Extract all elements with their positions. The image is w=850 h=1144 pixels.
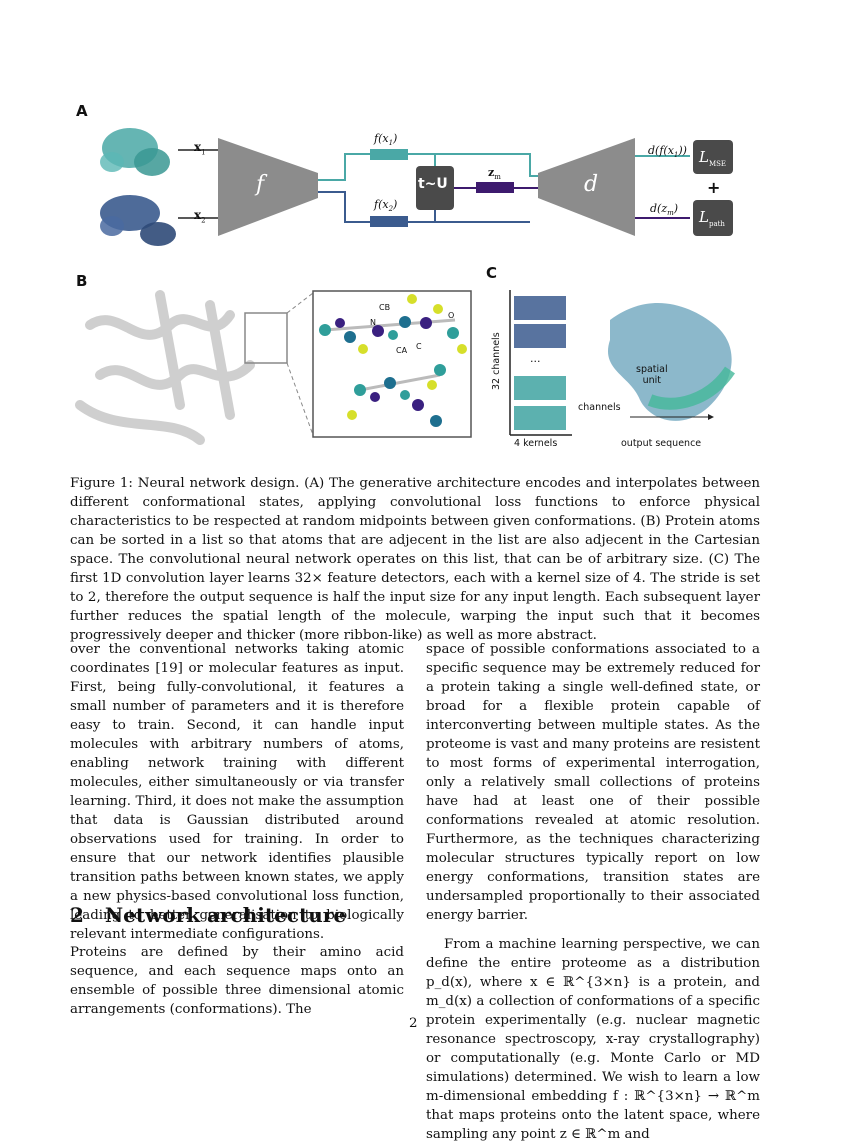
- dfx1-label: d(f(x1)): [648, 144, 687, 160]
- c-ellipsis: ...: [530, 352, 541, 365]
- section-heading: 2 Network architecture: [70, 903, 346, 927]
- atom-label-cb: CB: [379, 303, 391, 312]
- protein-x2-image: [100, 195, 176, 246]
- atom-chain: [319, 294, 467, 427]
- left-column-bottom: Proteins are defined by their amino acid…: [70, 943, 404, 1019]
- dzm-label: d(zm): [650, 202, 679, 218]
- encoder-label: f: [256, 172, 265, 197]
- section-title: Network architecture: [104, 903, 347, 927]
- tu-label: t~U: [418, 176, 448, 192]
- loss-mse-box: [693, 140, 733, 174]
- right-column: space of possible conformations associat…: [426, 640, 760, 1144]
- atom-label-c: C: [416, 342, 422, 351]
- atom-label-o: O: [448, 311, 455, 320]
- loss-path-box: [693, 200, 733, 236]
- panel-b-label: B: [76, 272, 88, 290]
- panel-b-diagram: [75, 290, 472, 445]
- kernel-blocks: [514, 296, 566, 430]
- output-sequence-label: output sequence: [621, 438, 702, 449]
- protein-ribbon-image: [75, 290, 255, 445]
- zm-bar: [476, 182, 514, 193]
- fx2-label: f(x2): [374, 198, 398, 214]
- x1-label: x1: [194, 140, 206, 157]
- page-number: 2: [409, 1016, 418, 1031]
- fx1-label: f(x1): [374, 132, 398, 148]
- channels-label: channels: [578, 402, 621, 413]
- left-column: over the conventional networks taking at…: [70, 640, 404, 944]
- panel-c-diagram: [509, 290, 735, 436]
- right-paragraph-2: From a machine learning perspective, we …: [426, 937, 760, 1142]
- loss-mse-label: LMSE: [699, 148, 727, 168]
- c-y-axis-label: 32 channels: [491, 332, 502, 390]
- atom-label-ca: CA: [396, 346, 408, 355]
- fx2-bar: [370, 216, 408, 227]
- tu-box: [416, 166, 454, 210]
- decoder-trapezoid: [538, 138, 635, 236]
- x2-label: x2: [194, 208, 206, 225]
- protein-x1-image: [100, 128, 170, 176]
- panel-a-diagram: [100, 128, 733, 246]
- plus-sign: +: [707, 178, 721, 197]
- atom-label-n: N: [370, 318, 376, 327]
- panel-a-label: A: [76, 102, 88, 120]
- decoder-label: d: [584, 172, 599, 197]
- left-paragraph-1: over the conventional networks taking at…: [70, 642, 404, 942]
- section-number: 2: [70, 903, 84, 927]
- panel-c-label: C: [486, 264, 498, 282]
- figure-caption: Figure 1: Neural network design. (A) The…: [70, 476, 760, 643]
- right-paragraph-1: space of possible conformations associat…: [426, 642, 760, 923]
- c-x-axis-label: 4 kernels: [514, 438, 558, 449]
- spatial-unit-label: spatial unit: [636, 364, 668, 386]
- left-paragraph-2: Proteins are defined by their amino acid…: [70, 945, 404, 1017]
- encoder-trapezoid: [218, 138, 318, 236]
- zm-label: zm: [488, 166, 501, 182]
- loss-path-label: Lpath: [699, 208, 725, 228]
- fx1-bar: [370, 149, 408, 160]
